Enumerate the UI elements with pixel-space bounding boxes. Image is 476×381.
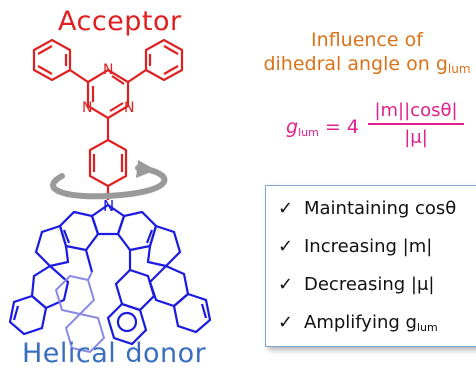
- right-phenyl-ring: [144, 38, 184, 82]
- checklist-item-text: Decreasing |μ|: [304, 274, 435, 295]
- checklist-item-subscript: lum: [416, 321, 438, 334]
- checklist-item-text: Maintaining cosθ: [304, 198, 457, 219]
- donor-left-ring-3: [8, 294, 48, 336]
- checkmark-icon: ✓: [278, 236, 294, 257]
- formula-lhs-subscript: lum: [298, 126, 319, 139]
- formula-equals: = 4: [324, 116, 359, 138]
- influence-line-2: dihedral angle on glum: [258, 52, 476, 81]
- formula-fraction: |m||cosθ| |μ|: [368, 100, 464, 148]
- influence-line-2-text: dihedral angle on g: [263, 53, 448, 75]
- triazine-n-top: N: [103, 62, 113, 78]
- donor-back-ring-1: [54, 274, 96, 316]
- acceptor-label: Acceptor: [58, 6, 182, 37]
- triazine-n-left: N: [82, 100, 92, 116]
- influence-line-1: Influence of: [311, 29, 423, 51]
- donor-left-ring-1: [34, 224, 70, 268]
- phenylene-ring: [88, 138, 128, 188]
- donor-back-ring-2: [64, 312, 106, 354]
- formula-denominator: |μ|: [404, 126, 428, 148]
- formula-numerator: |m||cosθ|: [374, 100, 458, 121]
- left-phenyl-ring: [32, 38, 72, 82]
- formula-fraction-bar: [368, 123, 464, 125]
- helical-donor-label: Helical donor: [22, 338, 207, 369]
- formula-g-symbol: g: [286, 116, 299, 138]
- checklist-item: ✓ Amplifying glum: [278, 312, 438, 334]
- carbazole-n: N: [103, 197, 114, 215]
- strategy-checklist-box: ✓ Maintaining cosθ ✓ Increasing |m| ✓ Decre…: [265, 185, 476, 347]
- glum-formula: glum = 4 |m||cosθ| |μ|: [276, 98, 476, 158]
- checklist-item: ✓ Maintaining cosθ: [278, 198, 456, 219]
- checkmark-icon: ✓: [278, 198, 294, 219]
- rotation-arrow: [50, 160, 168, 200]
- checkmark-icon: ✓: [278, 274, 294, 295]
- donor-structure: [8, 203, 212, 346]
- triazine-n-right: N: [124, 100, 134, 116]
- influence-title: Influence of dihedral angle on glum: [258, 28, 476, 81]
- acceptor-structure: [32, 38, 184, 200]
- influence-subscript: lum: [447, 62, 471, 76]
- checklist-item-text: Increasing |m|: [304, 236, 433, 257]
- checklist-item-text: Amplifying g: [304, 312, 417, 333]
- formula-lhs: glum = 4: [286, 116, 359, 139]
- checklist-item: ✓ Decreasing |μ|: [278, 274, 434, 295]
- donor-right-ring-3: [172, 292, 212, 334]
- checklist-item: ✓ Increasing |m|: [278, 236, 432, 257]
- carbazole-five-ring: [90, 203, 126, 236]
- donor-back-rings: [54, 271, 106, 354]
- donor-right-ring-1: [146, 224, 182, 268]
- checkmark-icon: ✓: [278, 312, 294, 333]
- donor-inner-ring-bottom: [106, 302, 148, 346]
